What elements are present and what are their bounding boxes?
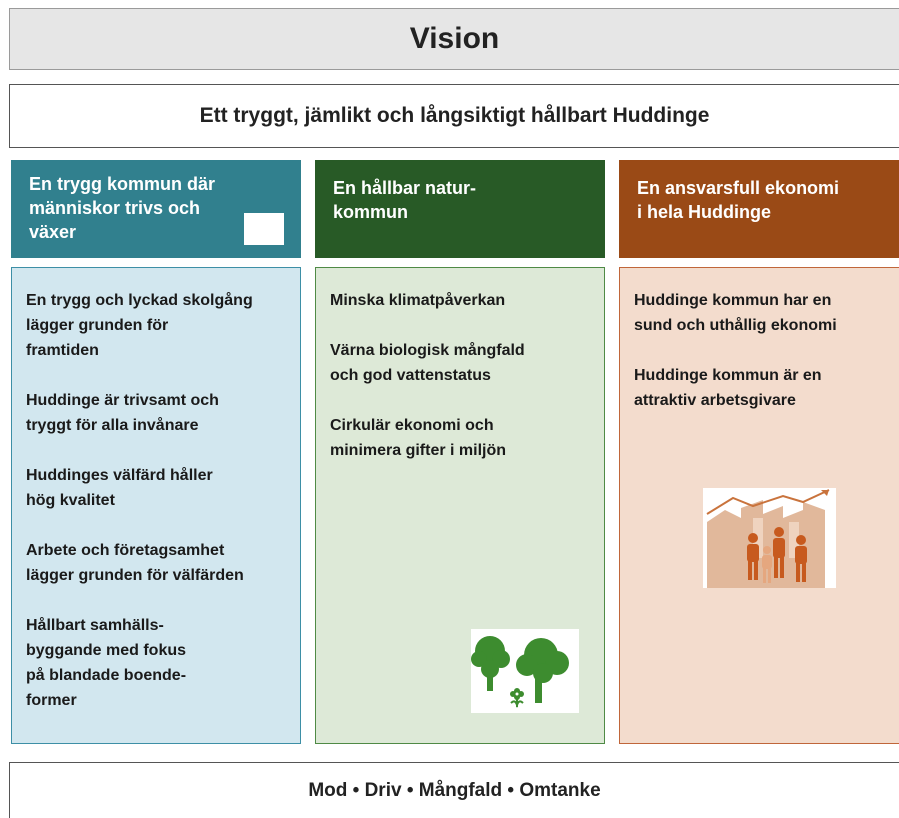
goal-heading-responsible-economy: En ansvarsfull ekonomi i hela Huddinge <box>619 160 899 258</box>
heading-line: En ansvarsfull ekonomi <box>637 178 840 198</box>
goal-item-line: Huddinges välfärd håller <box>26 467 213 484</box>
goal-item-line: Hållbart samhälls- <box>26 617 164 634</box>
goal-item-line: lägger grunden för <box>26 317 169 334</box>
vision-statement-box: Ett tryggt, jämlikt och långsiktigt håll… <box>9 84 899 148</box>
goal-heading-sustainable-nature: En hållbar natur- kommun <box>315 160 605 258</box>
goal-item: Cirkulär ekonomi och minimera gifter i m… <box>330 413 592 463</box>
decorative-white-square <box>244 213 284 245</box>
heading-line: i hela Huddinge <box>637 202 772 222</box>
goal-column-safe-municipality: En trygg och lyckad skolgång lägger grun… <box>11 267 301 744</box>
people-city-growth-icon <box>703 488 836 588</box>
heading-line: kommun <box>333 202 409 222</box>
core-values: Mod • Driv • Mångfald • Omtanke <box>308 779 601 801</box>
vision-statement: Ett tryggt, jämlikt och långsiktigt håll… <box>199 104 710 127</box>
goal-item: Huddinge är trivsamt och tryggt för alla… <box>26 388 288 438</box>
goal-item: Huddinge kommun är en attraktiv arbetsgi… <box>634 363 887 413</box>
goal-item-line: Huddinge är trivsamt och <box>26 392 219 409</box>
heading-line: En hållbar natur- <box>333 178 477 198</box>
goal-item-line: sund och uthållig ekonomi <box>634 317 837 334</box>
vision-banner: Vision <box>9 8 899 70</box>
goal-item: Huddinge kommun har en sund och uthållig… <box>634 288 887 338</box>
vision-title: Vision <box>409 22 500 55</box>
goal-item-line: byggande med fokus <box>26 642 187 659</box>
heading-line: människor trivs och <box>29 198 201 218</box>
goal-item-line: på blandade boende- <box>26 667 187 684</box>
goal-item-line: hög kvalitet <box>26 492 115 509</box>
goal-item: Värna biologisk mångfald och god vattens… <box>330 338 592 388</box>
core-values-box: Mod • Driv • Mångfald • Omtanke <box>9 762 899 818</box>
goal-item-line: Huddinge kommun har en <box>634 292 832 309</box>
trees-flower-icon <box>471 629 579 713</box>
goal-item-line: Huddinge kommun är en <box>634 367 822 384</box>
goal-column-responsible-economy: Huddinge kommun har en sund och uthållig… <box>619 267 899 744</box>
goal-item-line: En trygg och lyckad skolgång <box>26 292 253 309</box>
goal-item-line: tryggt för alla invånare <box>26 417 199 434</box>
goal-item-line: lägger grunden för välfärden <box>26 567 244 584</box>
goal-item-line: Cirkulär ekonomi och <box>330 417 494 434</box>
goal-item-line: Minska klimatpåverkan <box>330 292 506 309</box>
heading-line: växer <box>29 222 77 242</box>
goal-item-line: attraktiv arbetsgivare <box>634 392 796 409</box>
goal-item-line: Värna biologisk mångfald <box>330 342 525 359</box>
goal-item-line: och god vattenstatus <box>330 367 491 384</box>
goal-item-line: former <box>26 692 77 709</box>
goal-item: Minska klimatpåverkan <box>330 288 592 313</box>
heading-line: En trygg kommun där <box>29 174 216 194</box>
goal-item-line: framtiden <box>26 342 99 359</box>
goal-item: Hållbart samhälls- byggande med fokus på… <box>26 613 288 713</box>
goal-item-line: Arbete och företagsamhet <box>26 542 225 559</box>
goal-item: En trygg och lyckad skolgång lägger grun… <box>26 288 288 363</box>
goal-item-line: minimera gifter i miljön <box>330 442 507 459</box>
goal-item: Arbete och företagsamhet lägger grunden … <box>26 538 288 588</box>
goal-item: Huddinges välfärd håller hög kvalitet <box>26 463 288 513</box>
goal-heading-safe-municipality: En trygg kommun där människor trivs och … <box>11 160 301 258</box>
